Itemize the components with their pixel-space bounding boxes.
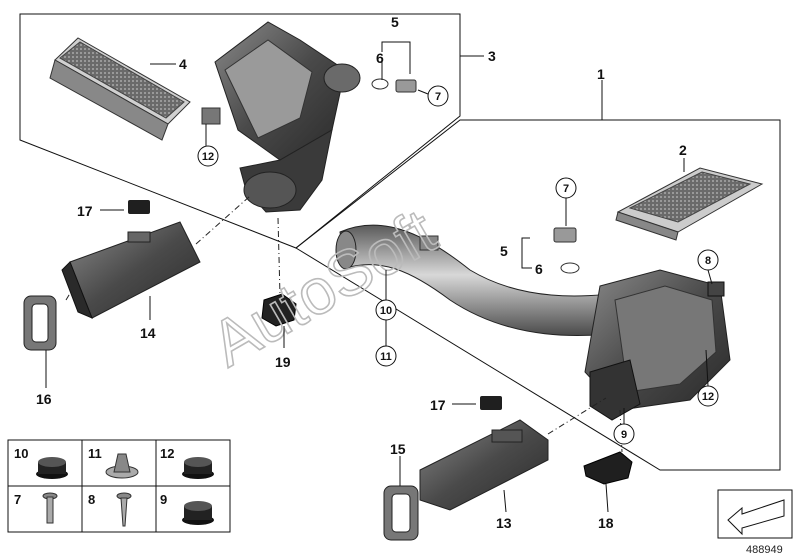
leader-8 <box>707 269 713 285</box>
intake-duct-14 <box>61 221 201 319</box>
leader-13 <box>503 489 507 513</box>
callout-2: 2 <box>679 142 687 158</box>
callout-7-lower: 7 <box>555 177 577 199</box>
grommet-9-icon <box>182 501 214 525</box>
screw-8-icon <box>116 492 132 527</box>
svg-text:7: 7 <box>563 183 569 195</box>
legend-cell-label: 10 <box>14 446 28 461</box>
sensor-parts-upper <box>371 78 417 93</box>
svg-text:7: 7 <box>435 91 441 103</box>
callout-5-lower: 5 <box>500 243 508 259</box>
callout-14: 14 <box>140 325 156 341</box>
callout-9: 9 <box>613 423 635 445</box>
callout-17-upper: 17 <box>77 203 93 219</box>
legend-table: 10 11 12 7 8 9 <box>7 439 231 533</box>
legend-cell-label: 12 <box>160 446 174 461</box>
seal-ring-16 <box>23 295 57 351</box>
screw-7-icon <box>42 492 58 524</box>
callout-15: 15 <box>390 441 406 457</box>
callout-12-lower: 12 <box>697 385 719 407</box>
pad-17-upper <box>128 200 150 214</box>
callout-6-lower: 6 <box>535 261 543 277</box>
leader-12-lower <box>705 349 709 387</box>
callout-6-upper: 6 <box>376 50 384 66</box>
leader-housing-18 <box>619 409 623 453</box>
callout-11: 11 <box>375 345 397 367</box>
air-filter-housing-lower <box>584 269 731 421</box>
bracket-5-lower <box>521 237 532 269</box>
intake-duct-13 <box>419 419 549 511</box>
rubber-mount-18 <box>583 451 633 485</box>
callout-4: 4 <box>179 56 187 72</box>
callout-5-upper: 5 <box>391 14 399 30</box>
sensor-parts-lower <box>553 227 580 274</box>
reference-number: 488949 <box>746 544 783 556</box>
group-frame-1 <box>295 119 781 471</box>
group-frame-3 <box>19 13 461 249</box>
pad-17-lower <box>480 396 502 410</box>
callout-17-lower: 17 <box>430 397 446 413</box>
callout-18: 18 <box>598 515 614 531</box>
svg-text:10: 10 <box>380 305 392 317</box>
callout-12-upper: 12 <box>197 145 219 167</box>
watermark: AutoSoft <box>199 195 448 380</box>
svg-text:12: 12 <box>702 391 714 403</box>
leader-14-3 <box>195 195 251 245</box>
clip-11-icon <box>105 453 139 479</box>
callout-10: 10 <box>375 299 397 321</box>
leader-18 <box>605 483 609 513</box>
grommet-12-icon <box>182 457 214 479</box>
air-filter-element-2 <box>615 167 764 241</box>
rubber-mount-19 <box>261 293 297 327</box>
callout-16: 16 <box>36 391 52 407</box>
seal-ring-15 <box>383 485 419 541</box>
legend-cell-label: 7 <box>14 492 21 507</box>
arrow-box-icon <box>717 489 793 539</box>
grommet-10-icon <box>36 457 68 479</box>
legend-cell-label: 9 <box>160 492 167 507</box>
bracket-5-upper <box>381 41 411 74</box>
callout-13: 13 <box>496 515 512 531</box>
leader-16-14 <box>65 289 73 301</box>
leader-7-upper <box>417 89 429 95</box>
svg-text:8: 8 <box>705 255 711 267</box>
air-filter-element-4 <box>49 37 191 141</box>
leader-3-19 <box>277 217 281 297</box>
svg-text:12: 12 <box>202 151 214 163</box>
legend-cell-label: 11 <box>88 446 102 461</box>
air-filter-housing-upper <box>201 21 361 213</box>
callout-7-upper: 7 <box>427 85 449 107</box>
callout-3: 3 <box>488 48 496 64</box>
callout-1: 1 <box>597 66 605 82</box>
callout-19: 19 <box>275 354 291 370</box>
svg-text:11: 11 <box>380 351 392 363</box>
svg-text:9: 9 <box>621 429 627 441</box>
legend-cell-label: 8 <box>88 492 95 507</box>
callout-8: 8 <box>697 249 719 271</box>
leader-13-housing <box>547 397 607 435</box>
